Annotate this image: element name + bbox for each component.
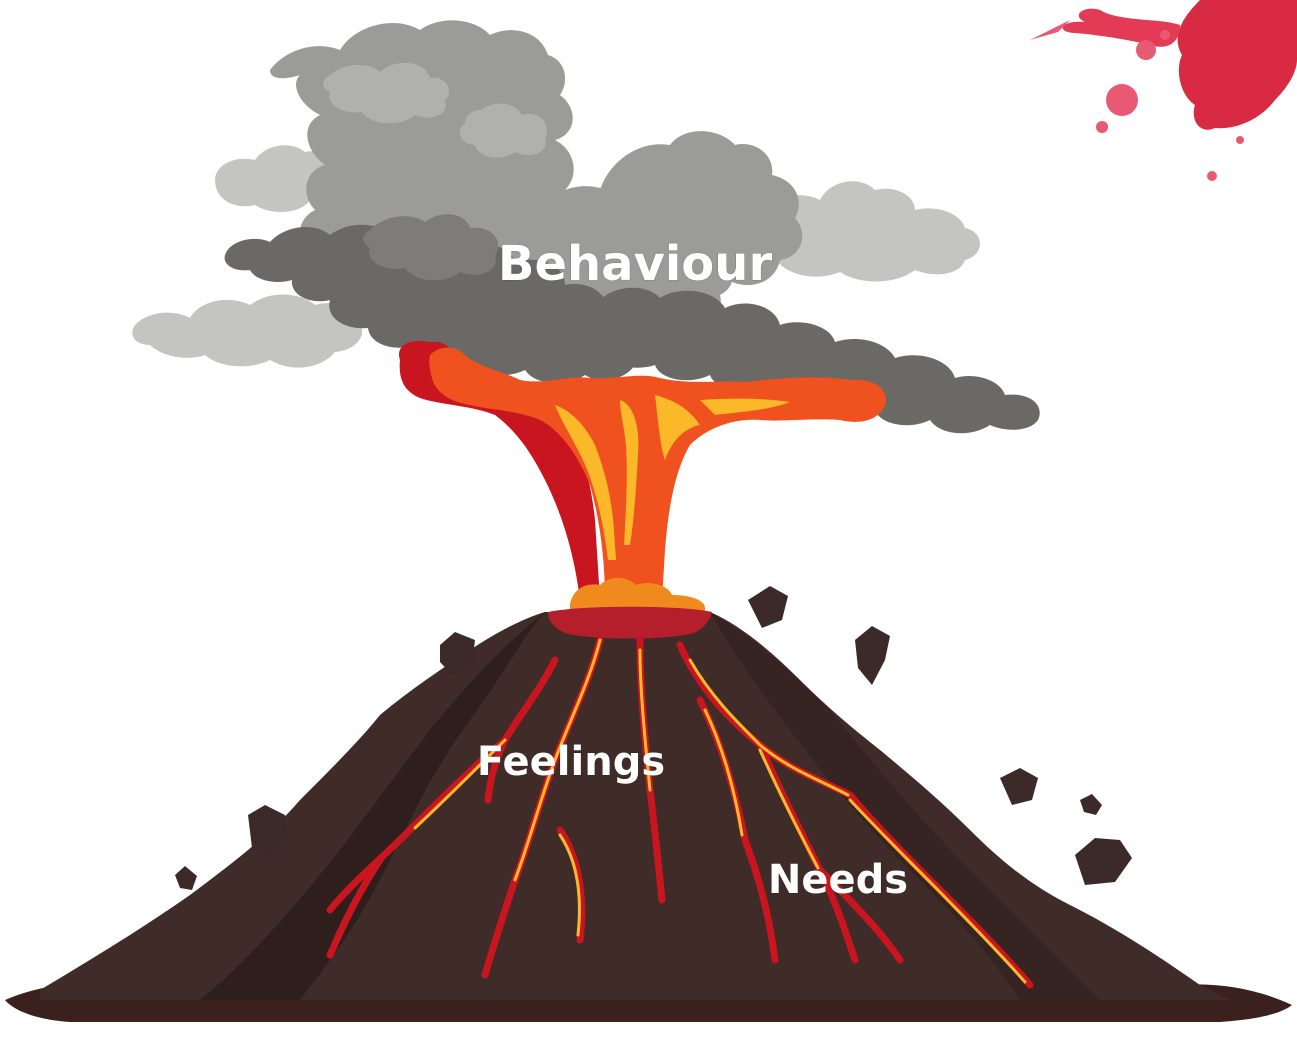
smoke-cloud	[132, 20, 1039, 433]
lava-plume	[399, 341, 886, 612]
volcano-mountain	[5, 607, 1292, 1022]
rock	[1000, 768, 1038, 805]
label-feelings: Feelings	[477, 739, 665, 785]
rock	[1075, 838, 1132, 885]
rock	[748, 586, 788, 628]
rock	[855, 626, 890, 685]
label-needs: Needs	[768, 857, 908, 903]
rock	[175, 866, 197, 890]
paint-splatter	[1030, 0, 1297, 181]
rock	[1080, 794, 1102, 815]
label-behaviour: Behaviour	[498, 236, 773, 292]
